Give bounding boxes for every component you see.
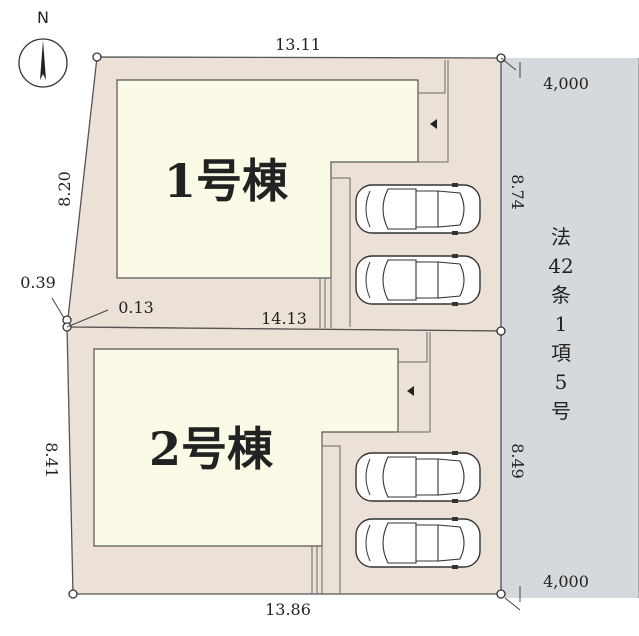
leader-line <box>66 309 109 328</box>
car-icon <box>355 254 481 306</box>
north-compass: N <box>18 8 68 88</box>
road-width-ticks <box>500 57 521 611</box>
leader-line <box>51 297 65 319</box>
dimension-top: 13.11 <box>275 35 321 54</box>
boundary-marker <box>496 326 506 336</box>
dimension-right-lower: 8.49 <box>508 443 527 479</box>
road-label-char: 号 <box>551 399 571 423</box>
fence-lot-2 <box>311 332 431 594</box>
fence-lot-1 <box>319 60 449 328</box>
dimension-divider: 14.13 <box>261 309 307 328</box>
dimension-left-lower: 8.41 <box>42 442 61 478</box>
road-label-char: 条 <box>551 283 571 307</box>
building-2-label: 2号棟 <box>149 422 274 476</box>
road-label: 法 42 条 1 項 5 号 <box>548 225 573 423</box>
road-strip <box>501 58 639 598</box>
boundary-marker <box>68 589 78 599</box>
road-label-char: 1 <box>555 312 568 336</box>
boundary-marker <box>496 589 506 599</box>
car-icon <box>355 451 481 503</box>
parking-cars <box>355 183 481 569</box>
road-label-char: 法 <box>551 225 571 249</box>
north-arrow-needle <box>40 40 46 80</box>
road-label-char: 42 <box>548 254 573 278</box>
entrance-marker-1 <box>430 119 437 129</box>
car-icon <box>355 183 481 235</box>
dimension-corner-a: 0.39 <box>20 273 56 292</box>
dimension-bottom: 13.86 <box>265 600 311 619</box>
building-1 <box>116 79 419 279</box>
compass-label: N <box>37 8 49 27</box>
boundary-marker <box>92 52 102 62</box>
car-icon <box>355 517 481 569</box>
entrance-marker-2 <box>407 386 414 396</box>
dimension-right-upper: 8.74 <box>508 174 527 210</box>
dimension-left-upper: 8.20 <box>55 171 74 207</box>
road-width-top: 4,000 <box>543 74 589 93</box>
dimension-corner-b: 0.13 <box>118 298 154 317</box>
road-label-char: 5 <box>555 370 568 394</box>
building-1-label: 1号棟 <box>164 154 289 208</box>
road-width-bottom: 4,000 <box>543 572 589 591</box>
road-label-char: 項 <box>551 341 571 365</box>
